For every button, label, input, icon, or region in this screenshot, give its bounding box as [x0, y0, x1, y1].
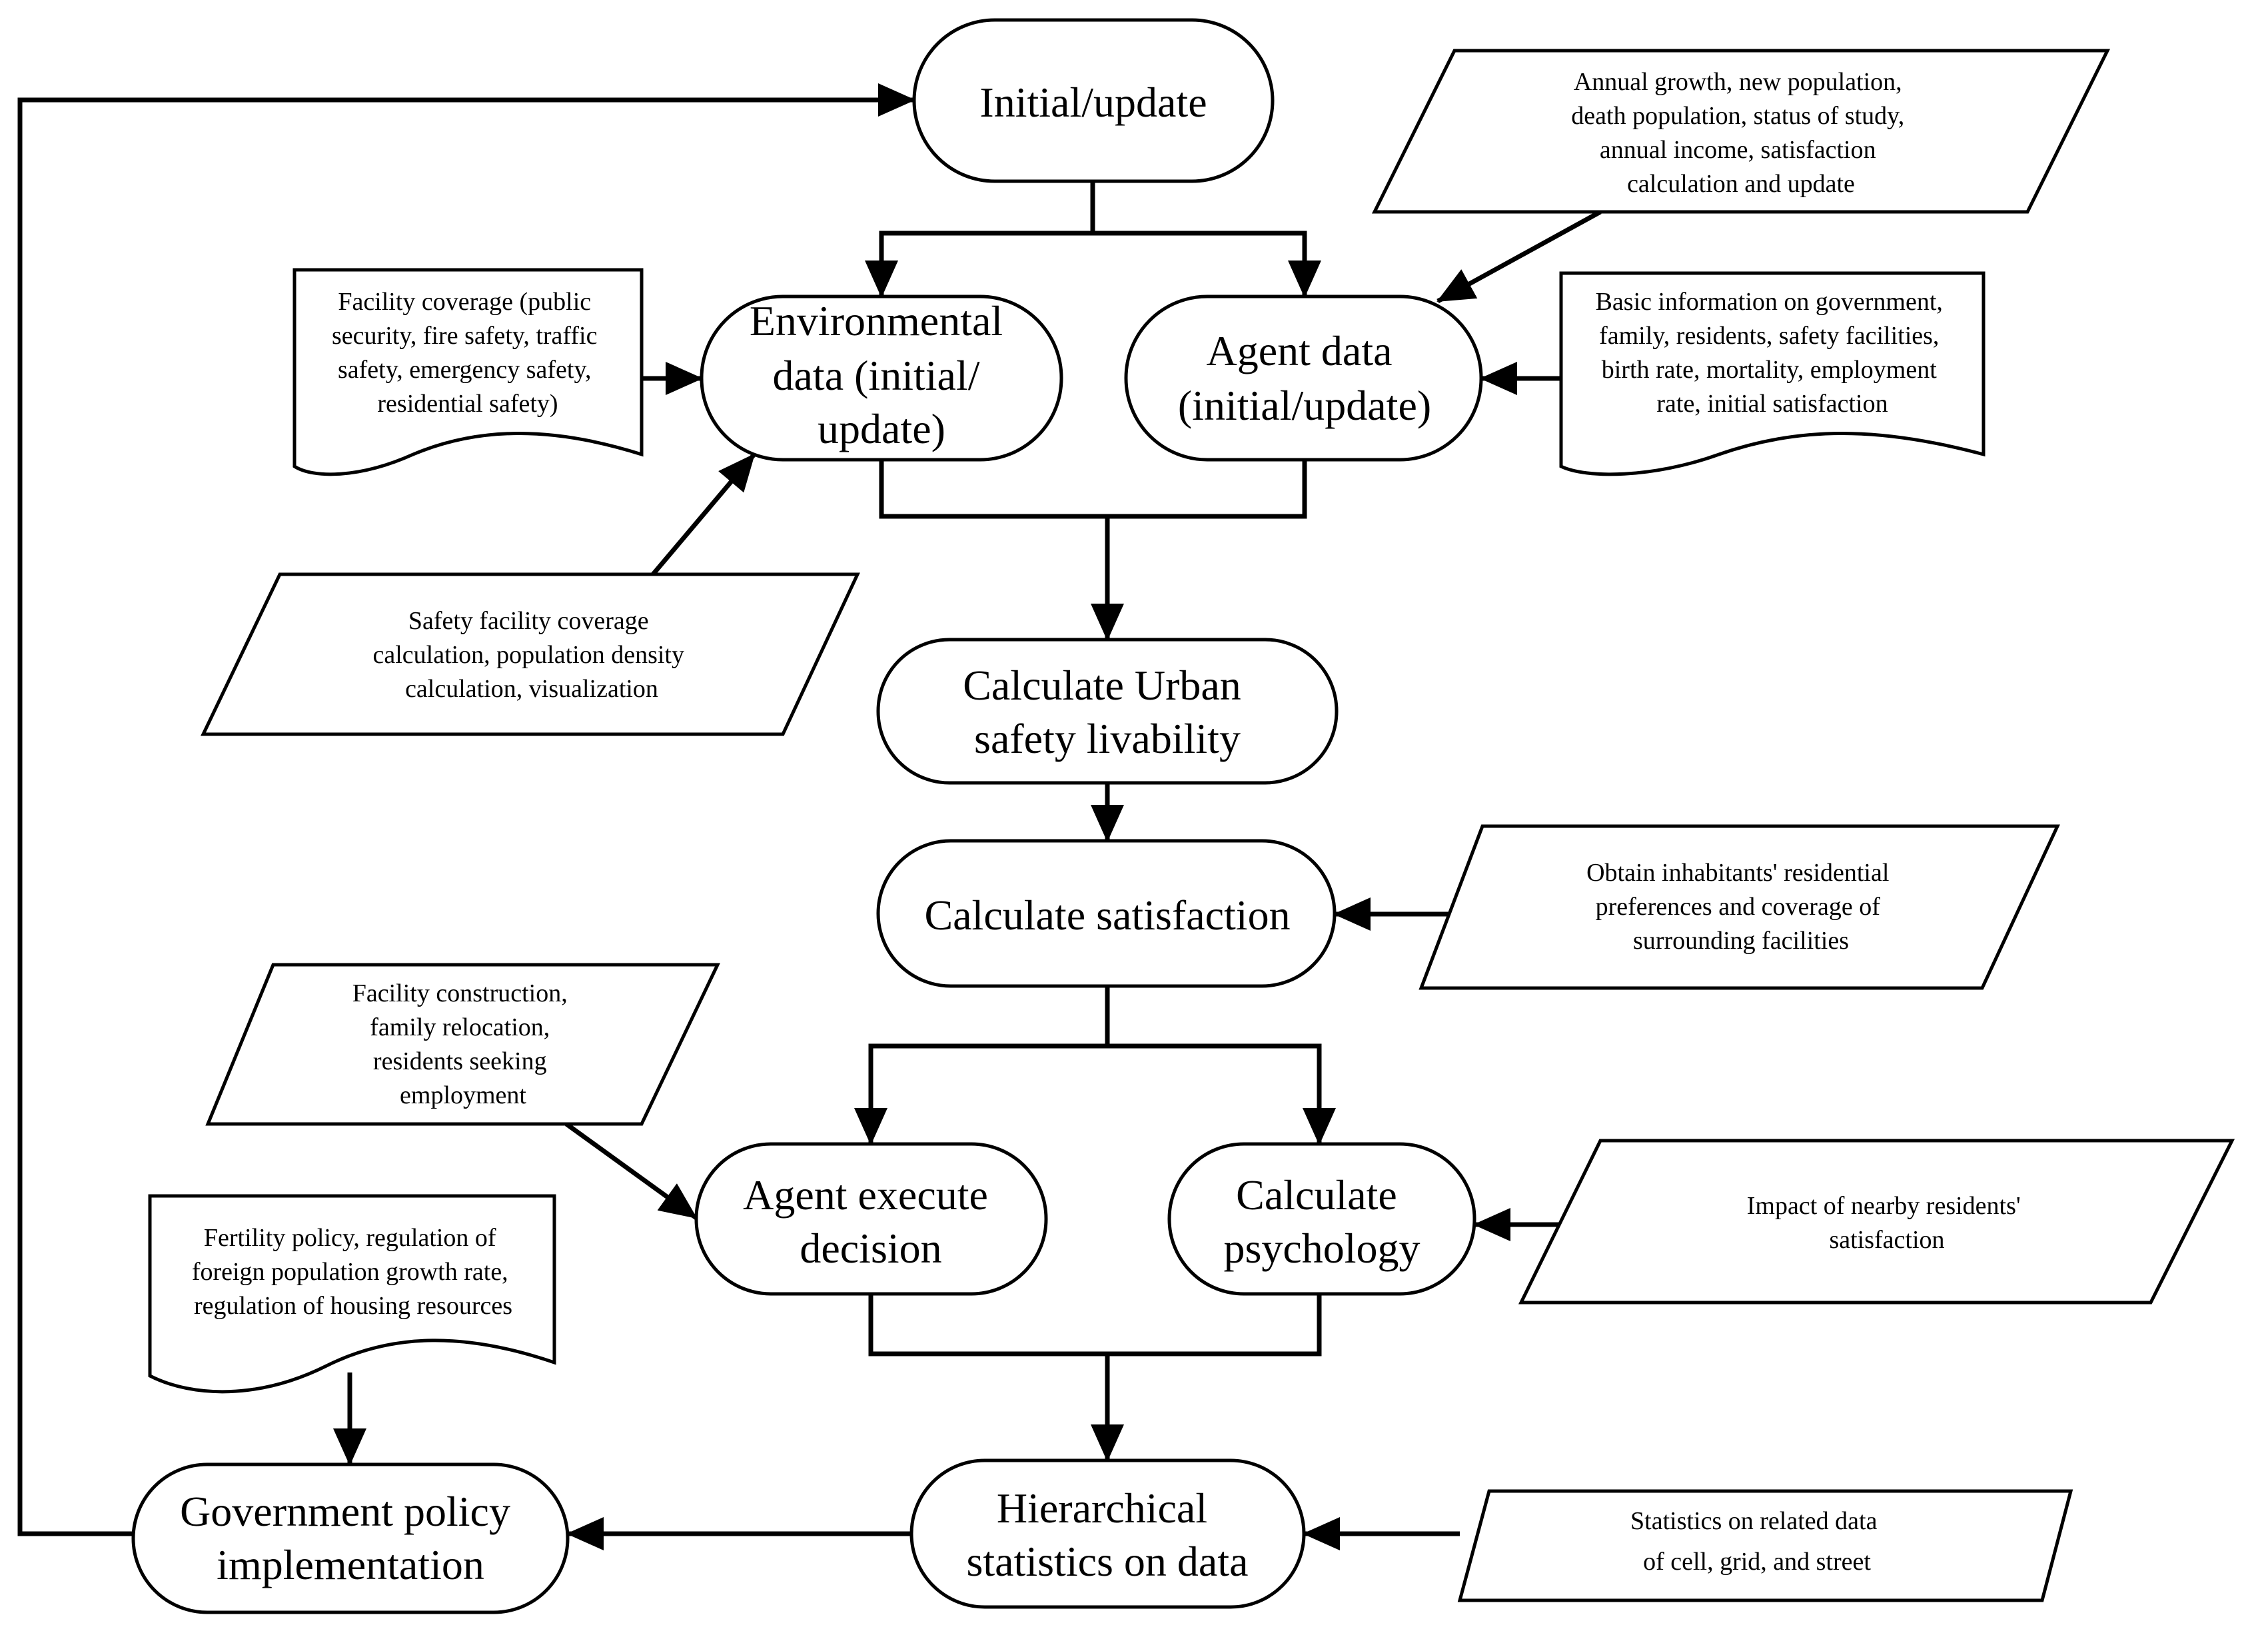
- note-facility-construction-text: Facility construction, family relocation…: [352, 979, 574, 1109]
- node-calc-psychology: Calculate psychology: [1167, 1142, 1476, 1296]
- note-facility-coverage-text: Facility coverage (public security, fire…: [332, 288, 604, 418]
- node-calc-satisfaction-label: Calculate satisfaction: [924, 891, 1290, 939]
- connector-satisfaction-to-psychology: [1107, 1043, 1336, 1145]
- node-calc-urban-safety: Calculate Urban safety livability: [876, 638, 1339, 785]
- note-basic-information: Basic information on government, family,…: [1559, 271, 1985, 476]
- note-impact-nearby-text: Impact of nearby residents' satisfaction: [1747, 1192, 2027, 1254]
- note-safety-calc-text: Safety facility coverage calculation, po…: [372, 607, 690, 703]
- connector-gov-feedback-loop: [17, 83, 915, 1536]
- node-government-policy: Government policy implementation: [131, 1462, 570, 1614]
- note-impact-nearby: Impact of nearby residents' satisfaction: [1518, 1139, 2235, 1305]
- node-environmental-data-label: Environmental data (initial/ update): [750, 297, 1013, 452]
- node-agent-execute-decision-label: Agent execute decision: [743, 1171, 999, 1272]
- note-annual-growth: Annual growth, new population, death pop…: [1371, 49, 2111, 214]
- note-annual-growth-text: Annual growth, new population, death pop…: [1571, 68, 1910, 198]
- note-facility-coverage: Facility coverage (public security, fire…: [292, 268, 644, 476]
- connector-safety-calc-to-env: [651, 452, 756, 576]
- note-fertility-policy: Fertility policy, regulation of foreign …: [148, 1194, 556, 1394]
- node-calc-urban-safety-label: Calculate Urban safety livability: [963, 662, 1252, 762]
- note-statistics-related-text: Statistics on related data of cell, grid…: [1630, 1507, 1884, 1576]
- note-obtain-preferences: Obtain inhabitants' residential preferen…: [1418, 824, 2060, 990]
- connectors: [17, 83, 1602, 1550]
- note-fertility-policy-text: Fertility policy, regulation of foreign …: [192, 1224, 514, 1320]
- note-safety-calc: Safety facility coverage calculation, po…: [201, 572, 860, 736]
- connector-facility-construction-to-execute: [564, 1122, 698, 1220]
- note-basic-information-text: Basic information on government, family,…: [1596, 288, 1950, 418]
- node-agent-data-label: Agent data (initial/update): [1178, 327, 1431, 429]
- connector-env-agent-to-urban: [879, 460, 1307, 640]
- node-initial-update: Initial/update: [912, 18, 1275, 183]
- connector-annual-growth-to-agent: [1436, 209, 1602, 304]
- node-government-policy-label: Government policy implementation: [180, 1488, 521, 1588]
- note-obtain-preferences-text: Obtain inhabitants' residential preferen…: [1586, 859, 1896, 955]
- node-environmental-data: Environmental data (initial/ update): [700, 294, 1063, 462]
- note-facility-construction: Facility construction, family relocation…: [205, 963, 720, 1126]
- connector-satisfaction-to-execute: [854, 986, 1110, 1145]
- node-agent-data: Agent data (initial/update): [1124, 294, 1483, 462]
- connector-execute-psychology-to-hier: [868, 1294, 1322, 1460]
- connector-initial-to-env: [865, 181, 1095, 298]
- node-agent-execute-decision: Agent execute decision: [694, 1142, 1048, 1296]
- node-hierarchical-statistics-label: Hierarchical statistics on data: [966, 1484, 1248, 1585]
- node-hierarchical-statistics: Hierarchical statistics on data: [909, 1458, 1306, 1609]
- node-calc-psychology-label: Calculate psychology: [1223, 1171, 1420, 1272]
- connector-initial-to-agent: [1093, 231, 1321, 298]
- node-initial-update-label: Initial/update: [979, 79, 1207, 126]
- node-calc-satisfaction: Calculate satisfaction: [876, 839, 1337, 988]
- note-statistics-related: Statistics on related data of cell, grid…: [1457, 1489, 2073, 1602]
